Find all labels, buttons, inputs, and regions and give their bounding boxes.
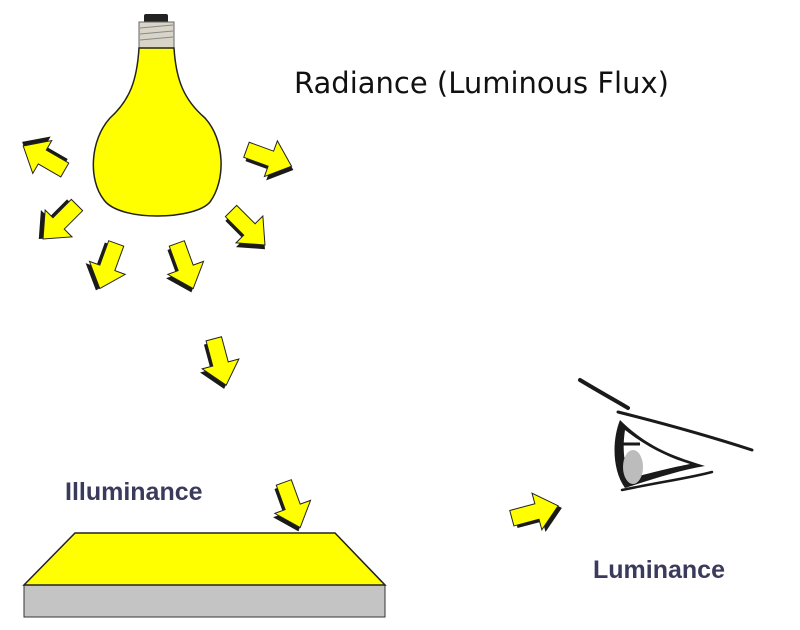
ray-arrow [157, 236, 212, 299]
lower-lid-line [620, 470, 714, 492]
eye-icon [578, 378, 754, 492]
ray-arrow [25, 191, 91, 253]
ray-arrow [217, 197, 279, 263]
surface-side [23, 584, 386, 618]
pupil [623, 450, 643, 484]
radiance-label: Radiance (Luminous Flux) [294, 66, 669, 100]
ray-arrow [78, 236, 135, 297]
bulb-glass [92, 47, 222, 217]
luminance-arrow [506, 486, 567, 539]
bulb-screw-base [138, 21, 175, 49]
eyebrow [578, 378, 630, 410]
upper-lid-line [616, 410, 754, 452]
surface-top [22, 532, 387, 586]
light-bulb-icon [92, 14, 222, 217]
illuminance-label: Illuminance [65, 478, 203, 506]
ray-arrow [239, 131, 300, 188]
ray-arrow [193, 333, 246, 394]
illuminance-arrow [264, 475, 319, 538]
illuminated-surface [22, 532, 387, 618]
ray-arrow [12, 125, 75, 187]
luminance-label: Luminance [593, 556, 725, 584]
